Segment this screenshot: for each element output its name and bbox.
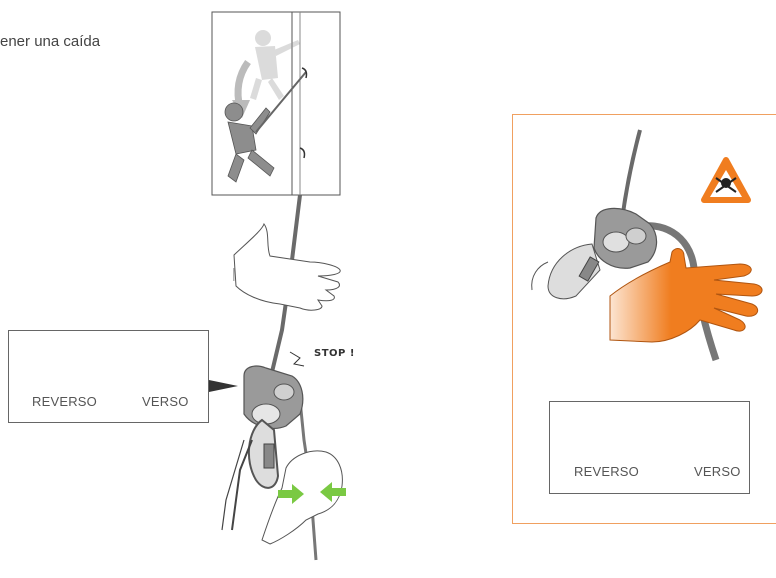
stop-label: STOP !: [314, 348, 355, 359]
legend-label-verso: VERSO: [142, 394, 189, 409]
device-legend-right: [549, 401, 750, 494]
open-hand: [233, 222, 341, 311]
legend-label-reverso: REVERSO: [32, 394, 97, 409]
squeeze-arrows: [278, 482, 346, 504]
warning-panel: [512, 114, 776, 524]
warning-hand: [609, 248, 763, 343]
gripping-hand: [261, 450, 343, 545]
svg-text:|: |: [232, 265, 236, 281]
legend-label-verso: VERSO: [694, 464, 741, 479]
heading-text: ener una caída: [0, 33, 101, 50]
climber-fall-illustration: [211, 11, 341, 196]
danger-warning-icon: [701, 157, 751, 203]
carabiner: [221, 418, 280, 531]
legend-label-reverso: REVERSO: [574, 464, 639, 479]
device-legend-left: [8, 330, 209, 423]
belay-device: [243, 365, 304, 429]
